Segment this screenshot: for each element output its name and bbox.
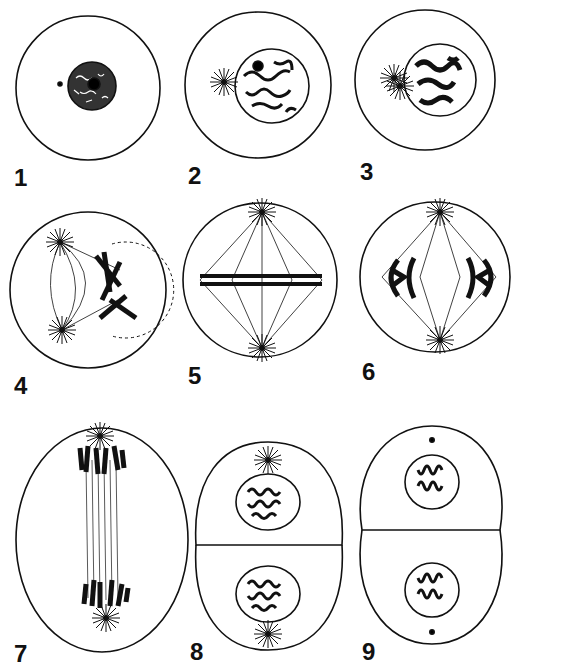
stage-number: 1 (14, 166, 27, 190)
stage-number: 6 (362, 360, 375, 384)
stage-number: 8 (190, 640, 203, 664)
stage-number: 5 (188, 364, 201, 388)
stage-number: 4 (14, 374, 27, 398)
stage-number: 2 (188, 164, 201, 188)
stage-number: 3 (360, 160, 373, 184)
stage-number: 7 (14, 642, 27, 666)
stage-number: 9 (362, 640, 375, 664)
